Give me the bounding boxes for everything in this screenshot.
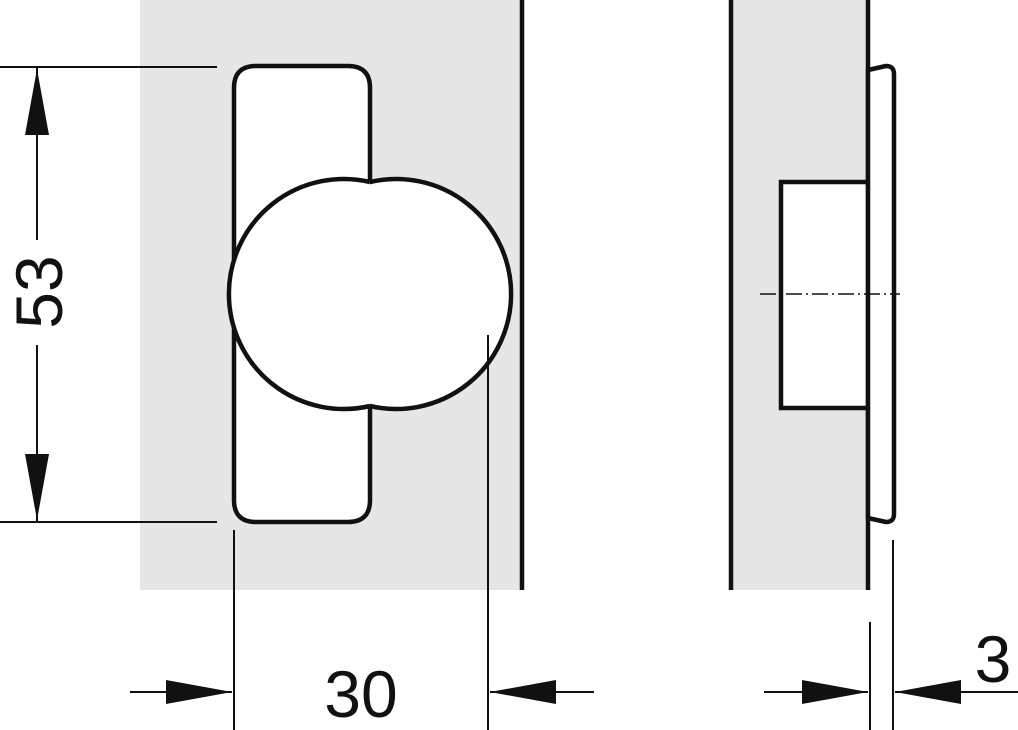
dimension-3: 3	[764, 540, 1018, 730]
arrow-up	[25, 69, 49, 135]
thickness-dimension-label: 3	[975, 622, 1012, 696]
hinge-cup-outline	[226, 176, 371, 412]
hinge-cup-section	[778, 179, 871, 411]
side-view	[728, 0, 900, 590]
hinge-plate-outline	[231, 63, 514, 525]
arrow-left	[490, 680, 556, 704]
width-dimension-label: 30	[324, 657, 397, 730]
dimension-53: 53	[0, 66, 217, 523]
front-view	[140, 0, 525, 590]
arrow-down	[25, 454, 49, 520]
arrow-right-3	[802, 680, 868, 704]
height-dimension-label: 53	[2, 255, 76, 328]
arrow-right	[166, 680, 232, 704]
dimension-30: 30	[130, 335, 594, 730]
arrow-left-3	[895, 680, 961, 704]
hinge-flange	[865, 63, 897, 525]
